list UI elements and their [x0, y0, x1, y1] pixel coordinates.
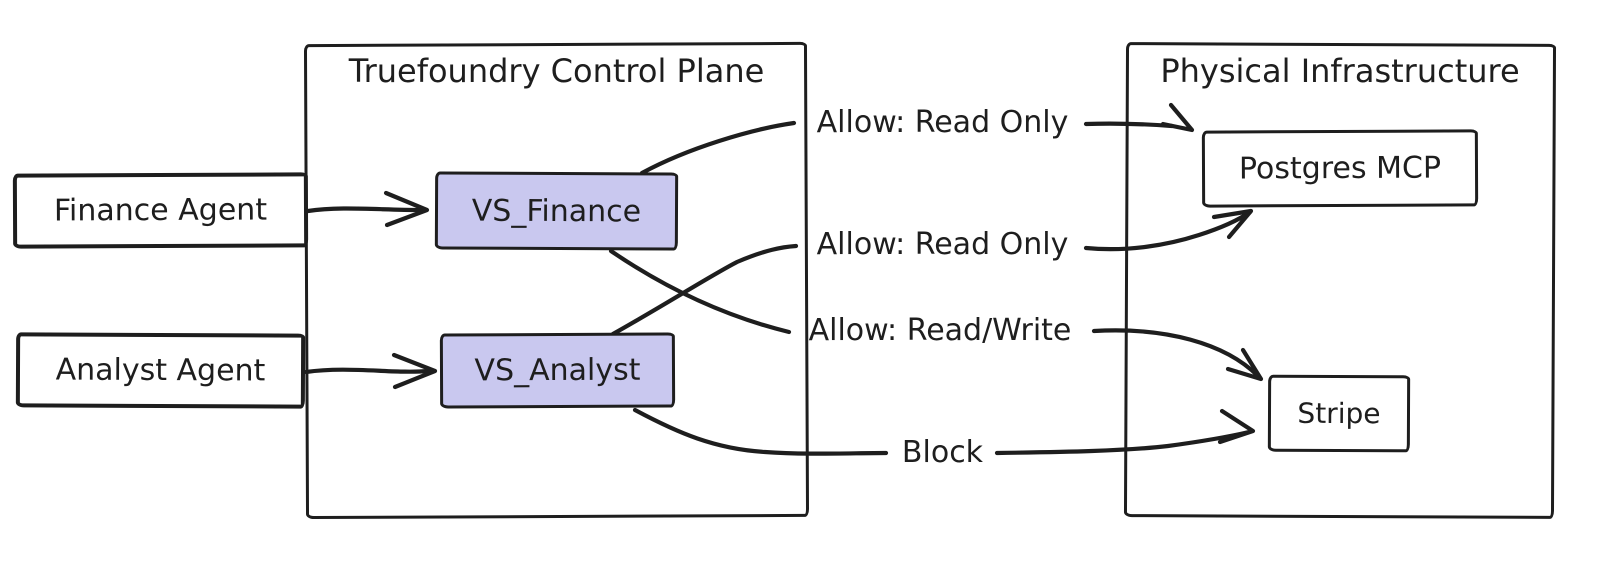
edge-label-allow-read-write: Allow: Read/Write: [808, 313, 1072, 348]
edge-label-block: Block: [901, 435, 984, 470]
node-vs-finance-label: VS_Finance: [471, 193, 642, 229]
node-analyst-agent: Analyst Agent: [15, 332, 306, 409]
edge-label-allow-read-only-2: Allow: Read Only: [816, 227, 1069, 262]
node-stripe-label: Stripe: [1297, 396, 1381, 431]
container-title-control-plane: Truefoundry Control Plane: [348, 52, 765, 90]
node-finance-agent: Finance Agent: [12, 172, 309, 249]
node-vs-analyst: VS_Analyst: [439, 332, 676, 409]
node-finance-agent-label: Finance Agent: [53, 192, 268, 229]
container-title-physical-infrastructure: Physical Infrastructure: [1160, 52, 1520, 90]
node-postgres-mcp: Postgres MCP: [1201, 129, 1479, 208]
node-postgres-mcp-label: Postgres MCP: [1238, 150, 1442, 187]
node-stripe: Stripe: [1267, 374, 1411, 453]
node-analyst-agent-label: Analyst Agent: [55, 352, 266, 389]
container-control-plane: [303, 41, 810, 520]
node-vs-analyst-label: VS_Analyst: [474, 352, 641, 389]
node-vs-finance: VS_Finance: [434, 171, 679, 251]
edge-label-allow-read-only-1: Allow: Read Only: [816, 105, 1069, 140]
